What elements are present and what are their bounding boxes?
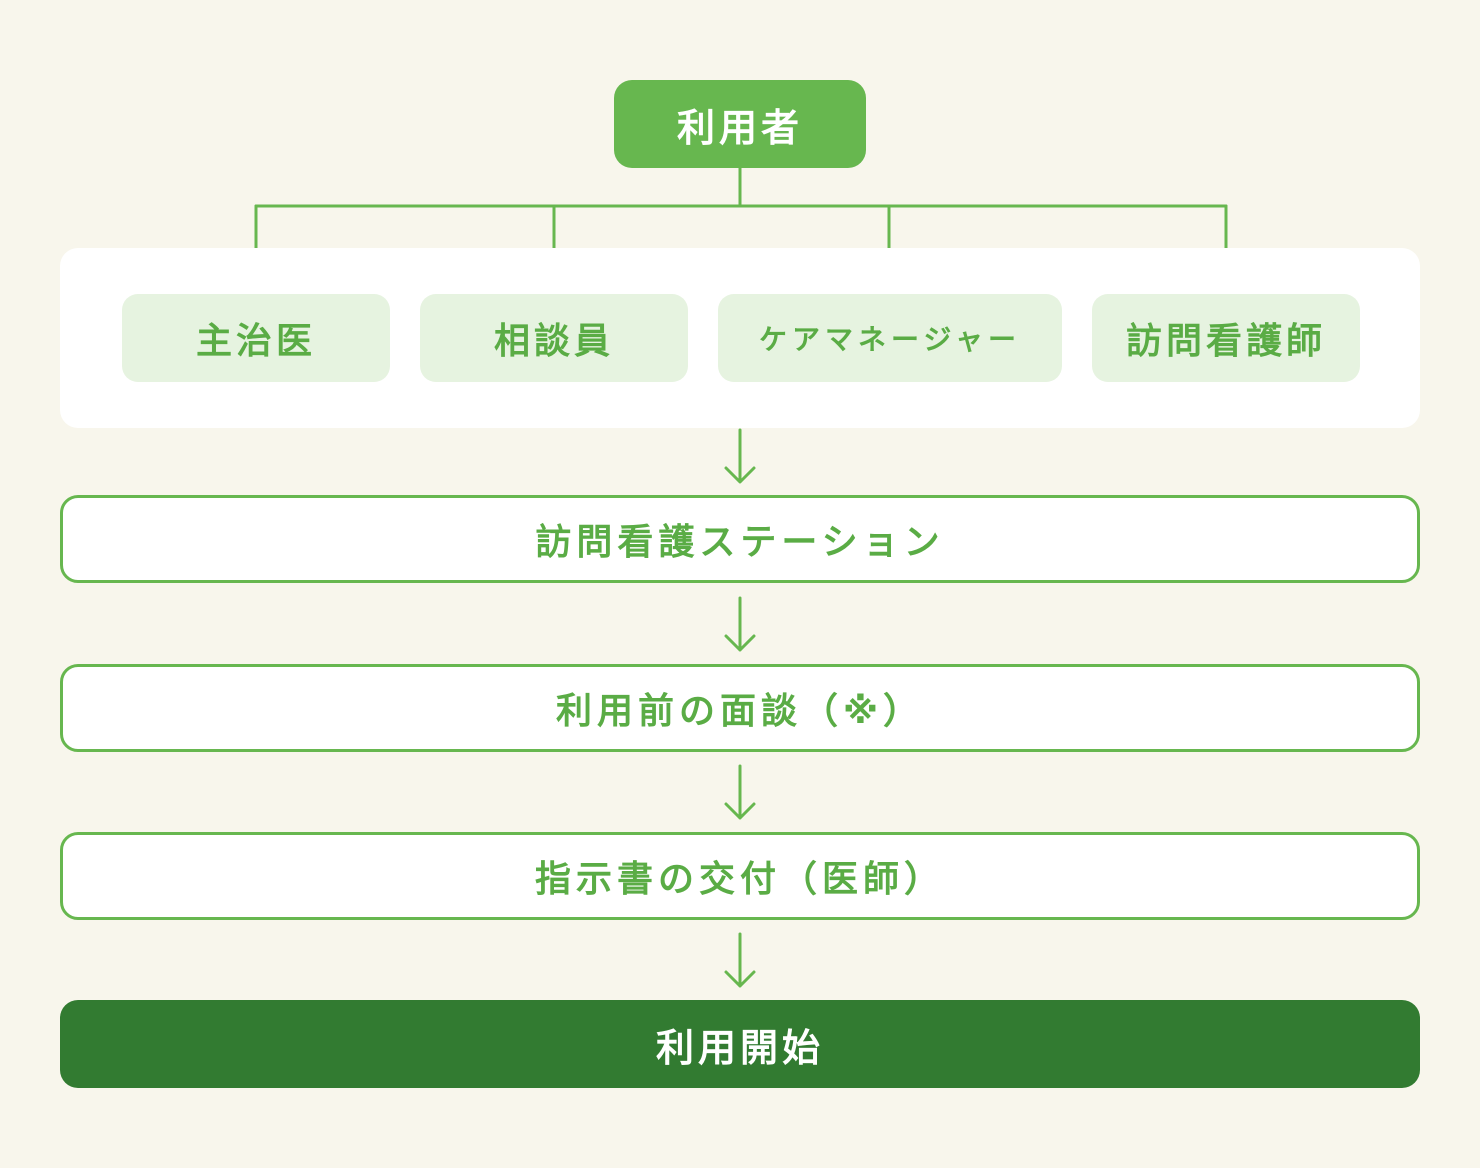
role-doctor: 主治医 bbox=[122, 294, 390, 382]
step-instruction: 指示書の交付（医師） bbox=[60, 832, 1420, 920]
role-care-manager: ケアマネージャー bbox=[718, 294, 1062, 382]
arrow-to-start bbox=[724, 932, 756, 988]
step-station-label: 訪問看護ステーション bbox=[535, 522, 945, 563]
arrow-to-station bbox=[724, 428, 756, 484]
role-visiting-nurse: 訪問看護師 bbox=[1092, 294, 1360, 382]
arrow-to-instruction bbox=[724, 764, 756, 820]
user-label: 利用者 bbox=[676, 105, 803, 150]
user-box: 利用者 bbox=[614, 80, 866, 168]
step-station: 訪問看護ステーション bbox=[60, 495, 1420, 583]
role-care-manager-label: ケアマネージャー bbox=[758, 323, 1022, 356]
arrow-to-interview bbox=[724, 596, 756, 652]
role-counselor: 相談員 bbox=[420, 294, 688, 382]
service-start-box: 利用開始 bbox=[60, 1000, 1420, 1088]
role-counselor-label: 相談員 bbox=[493, 321, 614, 362]
role-doctor-label: 主治医 bbox=[195, 321, 316, 362]
step-instruction-label: 指示書の交付（医師） bbox=[534, 859, 945, 900]
role-visiting-nurse-label: 訪問看護師 bbox=[1125, 321, 1326, 362]
service-start-label: 利用開始 bbox=[655, 1025, 824, 1070]
step-interview: 利用前の面談（※） bbox=[60, 664, 1420, 752]
step-interview-label: 利用前の面談（※） bbox=[556, 691, 924, 732]
